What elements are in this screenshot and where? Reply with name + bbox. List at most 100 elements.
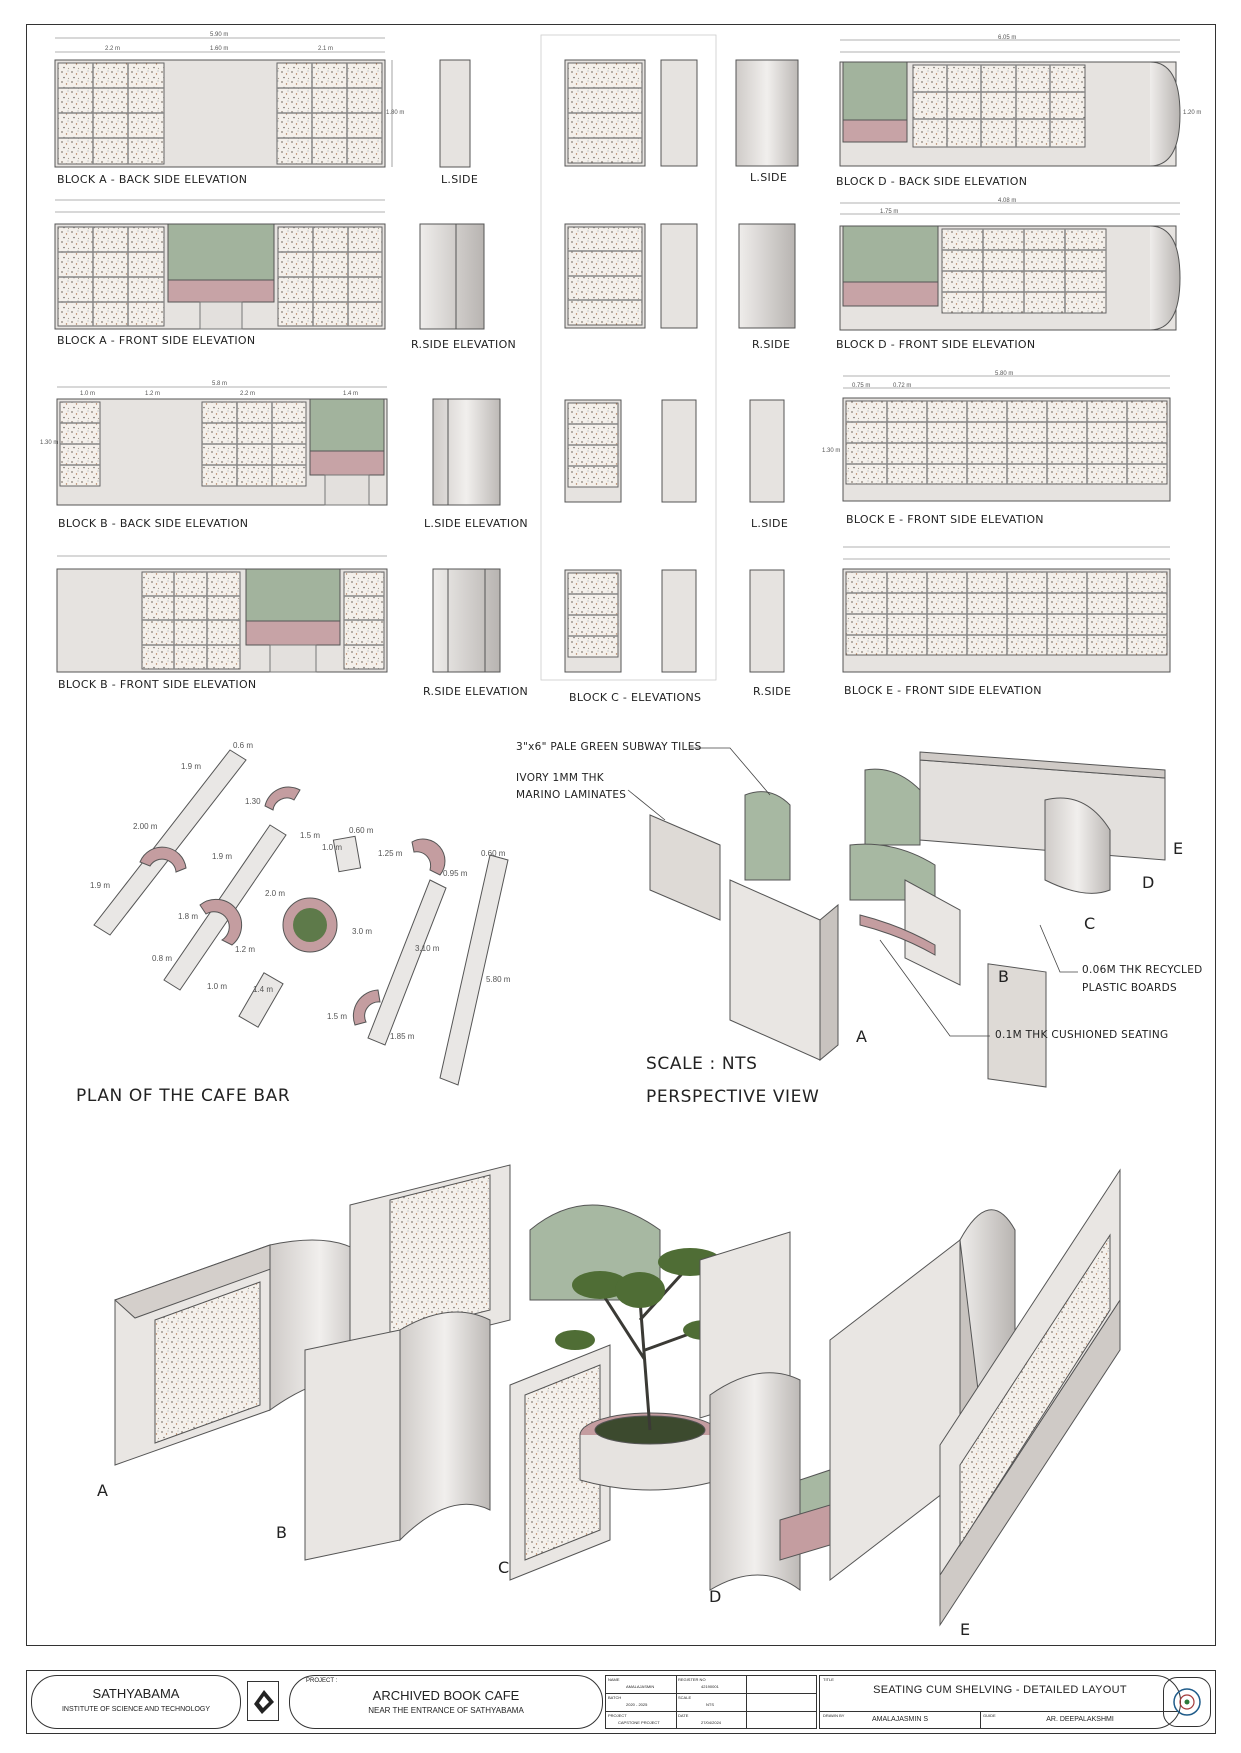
- plan-dim: 0.60 m: [481, 849, 506, 858]
- plan-dim: 1.8 m: [178, 912, 199, 921]
- block-a-lside-label: L.SIDE: [441, 173, 479, 186]
- project-label: PROJECT :: [306, 1678, 338, 1684]
- date-label: DATE: [678, 1713, 689, 1718]
- dim-d-total: 6.05 m: [998, 35, 1017, 41]
- dim-a-h: 1.80 m: [386, 110, 405, 116]
- plan-dim: 5.80 m: [486, 975, 511, 984]
- student-name: AMALAJASMIN S: [871, 1716, 928, 1723]
- block-d-front-label: BLOCK D - FRONT SIDE ELEVATION: [836, 338, 1036, 351]
- plan-dim: 3.10 m: [415, 944, 440, 953]
- note-boards-2: PLASTIC BOARDS: [1082, 982, 1177, 994]
- block-a-front-label: BLOCK A - FRONT SIDE ELEVATION: [57, 334, 256, 347]
- block-d-back-label: BLOCK D - BACK SIDE ELEVATION: [836, 175, 1028, 188]
- block-b-front-elevation: [56, 555, 388, 673]
- block-c-rside-label-1: R.SIDE: [752, 338, 791, 351]
- title-label: TITLE: [823, 1677, 834, 1682]
- note-boards-1: 0.06M THK RECYCLED: [1082, 964, 1203, 976]
- plan-dim: 1.5 m: [300, 831, 321, 840]
- institute-box: SATHYABAMA INSTITUTE OF SCIENCE AND TECH…: [31, 1675, 241, 1729]
- block-a-rside-label: R.SIDE ELEVATION: [411, 338, 517, 351]
- plan-dim: 1.2 m: [235, 945, 256, 954]
- plan-dim: 2.00 m: [133, 822, 158, 831]
- dim-b-w3: 2.2 m: [240, 391, 256, 397]
- dim-b-total: 5.8 m: [212, 381, 228, 387]
- sheet-title: SEATING CUM SHELVING - DETAILED LAYOUT: [873, 1684, 1127, 1696]
- university-seal-icon: [1163, 1677, 1211, 1727]
- project-box: PROJECT : ARCHIVED BOOK CAFE NEAR THE EN…: [289, 1675, 603, 1729]
- large-render: [114, 1164, 1121, 1627]
- plan-dim: 1.0 m: [207, 982, 228, 991]
- block-e-front-label-1: BLOCK E - FRONT SIDE ELEVATION: [846, 513, 1044, 526]
- perspective-key-e: E: [1173, 839, 1184, 858]
- scale-small-value: NTS: [706, 1702, 714, 1707]
- plan-dim: 1.4 m: [253, 985, 274, 994]
- block-e-front-label-2: BLOCK E - FRONT SIDE ELEVATION: [844, 684, 1042, 697]
- block-c-elevations: [540, 34, 799, 681]
- plan-dim: 1.85 m: [390, 1032, 415, 1041]
- note-laminate-1: IVORY 1MM THK: [516, 772, 604, 784]
- plan-dim: 0.8 m: [152, 954, 173, 963]
- cafe-bar-plan: [93, 749, 509, 1086]
- block-e-front-elevation-2: [842, 546, 1171, 673]
- plan-dim: 1.25 m: [378, 849, 403, 858]
- block-c-lside-label-2: L.SIDE: [751, 517, 789, 530]
- drawing-sheet-border: [26, 24, 1216, 1646]
- guide-label: GUIDE: [983, 1713, 996, 1718]
- note-seating: 0.1M THK CUSHIONED SEATING: [995, 1029, 1169, 1041]
- perspective-key-c: C: [1084, 914, 1096, 933]
- title-block: SATHYABAMA INSTITUTE OF SCIENCE AND TECH…: [26, 1670, 1216, 1734]
- block-b-back-label: BLOCK B - BACK SIDE ELEVATION: [58, 517, 249, 530]
- note-laminate-2: MARINO LAMINATES: [516, 789, 627, 801]
- block-b-lside: [432, 398, 501, 506]
- block-b-lside-label: L.SIDE ELEVATION: [424, 517, 528, 530]
- plan-dim: 1.0 m: [322, 843, 343, 852]
- plan-dim: 0.60 m: [349, 826, 374, 835]
- perspective-key-b: B: [998, 967, 1009, 986]
- name-label: NAME: [608, 1677, 620, 1682]
- dim-e-h: 1.30 m: [822, 448, 841, 454]
- name-value: AMALAJASMIN: [626, 1684, 655, 1689]
- perspective-key-d: D: [1142, 873, 1155, 892]
- info-grid: NAME AMALAJASMIN REGISTER NO 42190001 BA…: [605, 1675, 817, 1729]
- block-d-front-elevation: [839, 202, 1181, 331]
- block-b-front-label: BLOCK B - FRONT SIDE ELEVATION: [58, 678, 257, 691]
- dim-b-w1: 1.0 m: [80, 391, 96, 397]
- plan-dim: 1.9 m: [181, 762, 202, 771]
- dim-d-total2: 4.08 m: [998, 198, 1017, 204]
- render-key-d: D: [709, 1587, 722, 1606]
- project-name: ARCHIVED BOOK CAFE: [372, 1688, 520, 1703]
- block-b-back-elevation: [56, 386, 388, 506]
- render-key-a: A: [97, 1481, 108, 1500]
- plan-dim: 1.30: [245, 797, 261, 806]
- institute-subtitle: INSTITUTE OF SCIENCE AND TECHNOLOGY: [61, 1706, 211, 1713]
- project-small-label: PROJECT: [608, 1713, 627, 1718]
- render-key-b: B: [276, 1523, 287, 1542]
- render-key-c: C: [498, 1558, 510, 1577]
- note-tiles: 3"x6" PALE GREEN SUBWAY TILES: [516, 741, 702, 753]
- sheet-title-box: TITLE SEATING CUM SHELVING - DETAILED LA…: [819, 1675, 1181, 1729]
- block-a-back-elevation: [54, 37, 393, 168]
- dim-b-w2: 1.2 m: [145, 391, 161, 397]
- dim-e-end: 0.75 m: [852, 383, 871, 389]
- dim-d-h: 1.20 m: [1183, 110, 1202, 116]
- reg-label: REGISTER NO: [678, 1677, 706, 1682]
- scale-small-label: SCALE: [678, 1695, 692, 1700]
- reg-value: 42190001: [701, 1684, 719, 1689]
- plan-dim: 1.9 m: [212, 852, 233, 861]
- perspective-view: [649, 751, 1166, 1088]
- dim-d-w: 1.75 m: [880, 209, 899, 215]
- block-a-front-elevation: [54, 199, 386, 330]
- block-b-rside: [432, 568, 501, 673]
- dim-b-w4: 1.4 m: [343, 391, 359, 397]
- dim-e-bay: 0.72 m: [893, 383, 912, 389]
- dim-e-total: 5.80 m: [995, 371, 1014, 377]
- plan-dim: 0.6 m: [233, 741, 254, 750]
- batch-value: 2020 - 2025: [626, 1702, 648, 1707]
- institute-logo-icon: [247, 1681, 279, 1721]
- plan-dim: 3.0 m: [352, 927, 373, 936]
- scale-label: SCALE : NTS: [646, 1054, 758, 1074]
- date-value: 27/04/2024: [701, 1720, 722, 1725]
- drawn-by-label: DRAWN BY: [823, 1713, 845, 1718]
- institute-name: SATHYABAMA: [92, 1686, 180, 1701]
